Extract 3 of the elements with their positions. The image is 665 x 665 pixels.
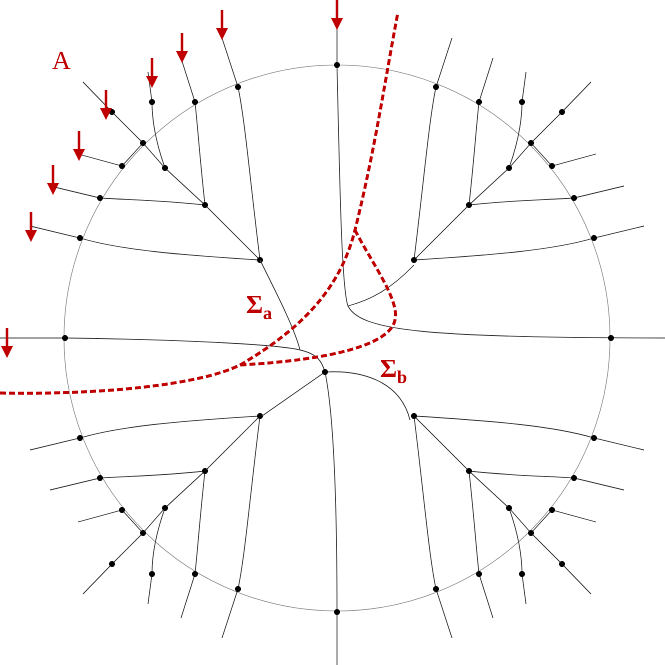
region-label: Σ$_{b}$ [380,356,408,386]
region-label: Σ$_{a}$ [246,292,272,322]
region-label: A [52,48,71,74]
